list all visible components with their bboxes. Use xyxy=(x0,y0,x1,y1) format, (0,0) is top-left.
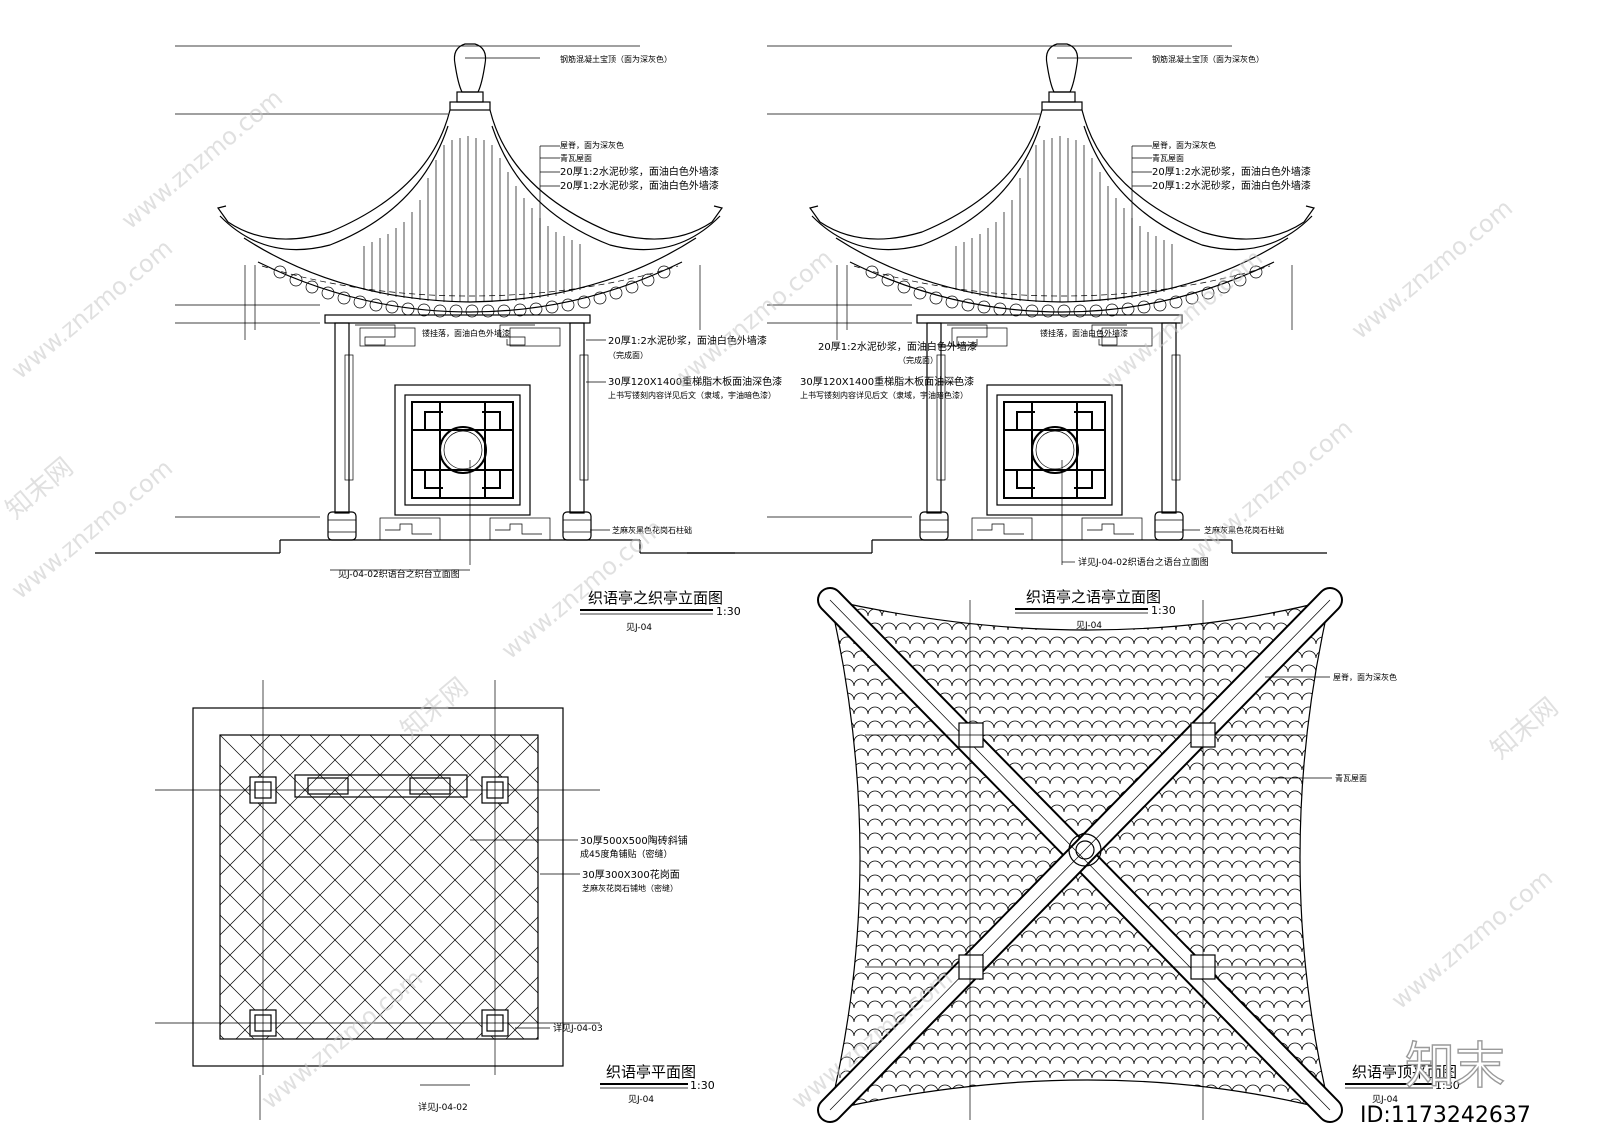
tile-note-1a: 30厚500X500陶砖斜铺 xyxy=(580,834,688,847)
roof-ref: 见J-04 xyxy=(1372,1094,1398,1105)
front-title: 织语亭之织亭立面图 xyxy=(588,589,723,607)
roof-note-2: 青瓦屋面 xyxy=(1152,153,1184,163)
roof-note-4: 20厚1:2水泥砂浆，面油白色外墙漆 xyxy=(1152,179,1311,192)
watermark-site: www.znzmo.com xyxy=(1386,864,1558,1015)
front-ref: 见J-04 xyxy=(626,622,652,633)
beam-note-2: （完成面） xyxy=(608,350,648,360)
watermark-site: www.znzmo.com xyxy=(1096,244,1268,395)
roof-plan: 屋脊，面为深灰色 青瓦屋面 织语亭顶平面图 1:30 见J-04 xyxy=(817,587,1460,1123)
side-scale: 1:30 xyxy=(1151,604,1176,617)
ridge-note: 屋脊，面为深灰色 xyxy=(1333,672,1397,682)
front-elevation: 钢筋混凝土宝顶（面为深灰色） 屋脊，面为深灰色 青瓦屋面 20厚1:2水泥砂浆，… xyxy=(94,43,782,633)
side-ref: 见J-04 xyxy=(1076,620,1102,631)
side-title: 织语亭之语亭立面图 xyxy=(1026,588,1161,606)
watermark-site: www.znzmo.com xyxy=(116,84,288,235)
panel-note-1: 30厚120X1400重梯脂木板面油深色漆 xyxy=(800,375,974,388)
tile-note-2a: 30厚300X300花岗面 xyxy=(582,868,680,881)
beam-note-2: （完成面） xyxy=(898,355,938,365)
roof-note-4: 20厚1:2水泥砂浆，面油白色外墙漆 xyxy=(560,179,719,192)
roof-note-1: 屋脊，面为深灰色 xyxy=(560,140,624,150)
tile-note-2b: 芝麻灰花岗石铺地（密缝） xyxy=(582,883,678,893)
detail-ref: 见J-04-02织语台之织台立面图 xyxy=(338,568,460,580)
roof-note-2: 青瓦屋面 xyxy=(560,153,592,163)
front-scale: 1:30 xyxy=(716,605,741,618)
roof-note-1: 屋脊，面为深灰色 xyxy=(1152,140,1216,150)
side-elevation: 钢筋混凝土宝顶（面为深灰色） 屋脊，面为深灰色 青瓦屋面 20厚1:2水泥砂浆，… xyxy=(686,43,1328,631)
panel-note-2: 上书写镂刻内容详见后文（隶域，宇油暗色漆） xyxy=(800,390,968,400)
panel-note-2: 上书写镂刻内容详见后文（隶域，宇油暗色漆） xyxy=(608,390,776,400)
watermark-site: www.znzmo.com xyxy=(1346,194,1518,345)
panel-note-1: 30厚120X1400重梯脂木板面油深色漆 xyxy=(608,375,782,388)
plan-ref-2: 详见J-04-02 xyxy=(418,1101,468,1113)
brand-logo: 知末 xyxy=(1405,1037,1505,1095)
watermark-site: www.znzmo.com xyxy=(1186,414,1358,565)
lattice-note: 镂挂落，面油白色外墙漆 xyxy=(1040,328,1128,338)
detail-ref: 详见J-04-02织语台之语台立面图 xyxy=(1078,556,1209,568)
finial-note: 钢筋混凝土宝顶（面为深灰色） xyxy=(560,54,672,64)
roof-note-3: 20厚1:2水泥砂浆，面油白色外墙漆 xyxy=(560,165,719,178)
tiles-note: 青瓦屋面 xyxy=(1335,773,1367,783)
floor-plan: 30厚500X500陶砖斜铺 成45度角铺贴（密缝） 30厚300X300花岗面… xyxy=(155,680,715,1120)
plan-scale: 1:30 xyxy=(690,1079,715,1092)
plan-title: 织语亭平面图 xyxy=(606,1063,696,1081)
plan-ref: 见J-04 xyxy=(628,1094,654,1105)
beam-note-1: 20厚1:2水泥砂浆，面油白色外墙漆 xyxy=(608,334,767,347)
beam-note-1: 20厚1:2水泥砂浆，面油白色外墙漆 xyxy=(818,340,977,353)
roof-scale: 1:30 xyxy=(1435,1079,1460,1092)
lattice-note: 镂挂落，面油白色外墙漆 xyxy=(422,328,510,338)
watermark-site: www.znzmo.com xyxy=(6,234,178,385)
base-note: 芝麻灰黑色花岗石柱础 xyxy=(1204,525,1284,535)
watermark-site: www.znzmo.com xyxy=(666,244,838,395)
finial-note: 钢筋混凝土宝顶（面为深灰色） xyxy=(1152,54,1264,64)
watermark-brand-cn: 知末网 xyxy=(395,672,474,745)
watermark-brand-cn: 知末网 xyxy=(0,452,79,525)
tile-note-1b: 成45度角铺贴（密缝） xyxy=(580,848,672,860)
base-note: 芝麻灰黑色花岗石柱础 xyxy=(612,525,692,535)
plan-ref-1: 详见J-04-03 xyxy=(553,1022,603,1034)
roof-note-3: 20厚1:2水泥砂浆，面油白色外墙漆 xyxy=(1152,165,1311,178)
watermark-brand-cn: 知末网 xyxy=(1485,692,1564,765)
roof-title: 织语亭顶平面图 xyxy=(1352,1063,1457,1081)
image-id: ID:1173242637 xyxy=(1360,1103,1531,1128)
